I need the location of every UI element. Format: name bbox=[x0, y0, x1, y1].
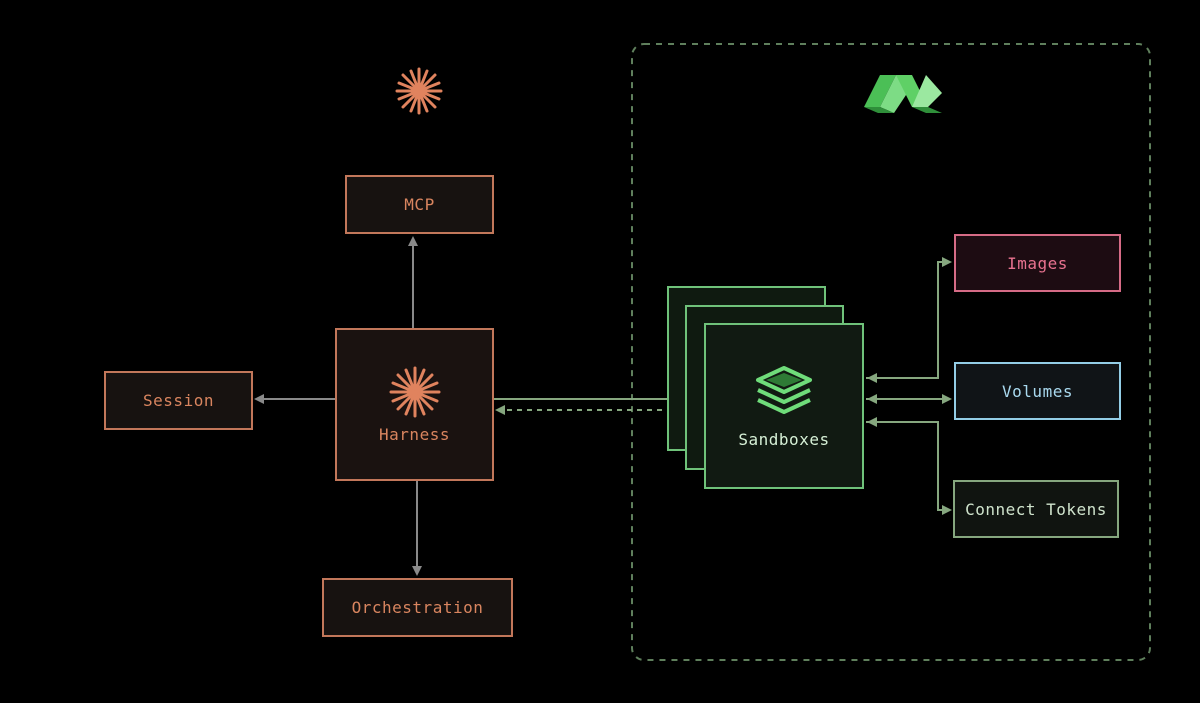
session-label: Session bbox=[143, 391, 214, 410]
connect-tokens-label: Connect Tokens bbox=[965, 499, 1107, 519]
images-node[interactable]: Images bbox=[954, 234, 1121, 292]
volumes-node[interactable]: Volumes bbox=[954, 362, 1121, 420]
mcp-node[interactable]: MCP bbox=[345, 175, 494, 234]
modal-region-border bbox=[631, 43, 1151, 661]
orchestration-label: Orchestration bbox=[351, 598, 484, 617]
arrow-sandboxes-to-tokens bbox=[866, 421, 952, 515]
volumes-label: Volumes bbox=[1002, 381, 1073, 401]
sandboxes-node[interactable]: Sandboxes bbox=[704, 323, 864, 489]
layers-icon bbox=[756, 365, 812, 414]
harness-node[interactable]: Harness bbox=[335, 328, 494, 481]
harness-label: Harness bbox=[379, 425, 450, 444]
connect-tokens-node[interactable]: Connect Tokens bbox=[953, 480, 1119, 538]
mcp-label: MCP bbox=[404, 195, 435, 214]
images-label: Images bbox=[1007, 253, 1068, 273]
orchestration-node[interactable]: Orchestration bbox=[322, 578, 513, 637]
starburst-icon bbox=[389, 366, 440, 418]
sandboxes-label: Sandboxes bbox=[738, 429, 830, 449]
session-node[interactable]: Session bbox=[104, 371, 253, 430]
arrow-sandboxes-to-images bbox=[866, 257, 952, 379]
